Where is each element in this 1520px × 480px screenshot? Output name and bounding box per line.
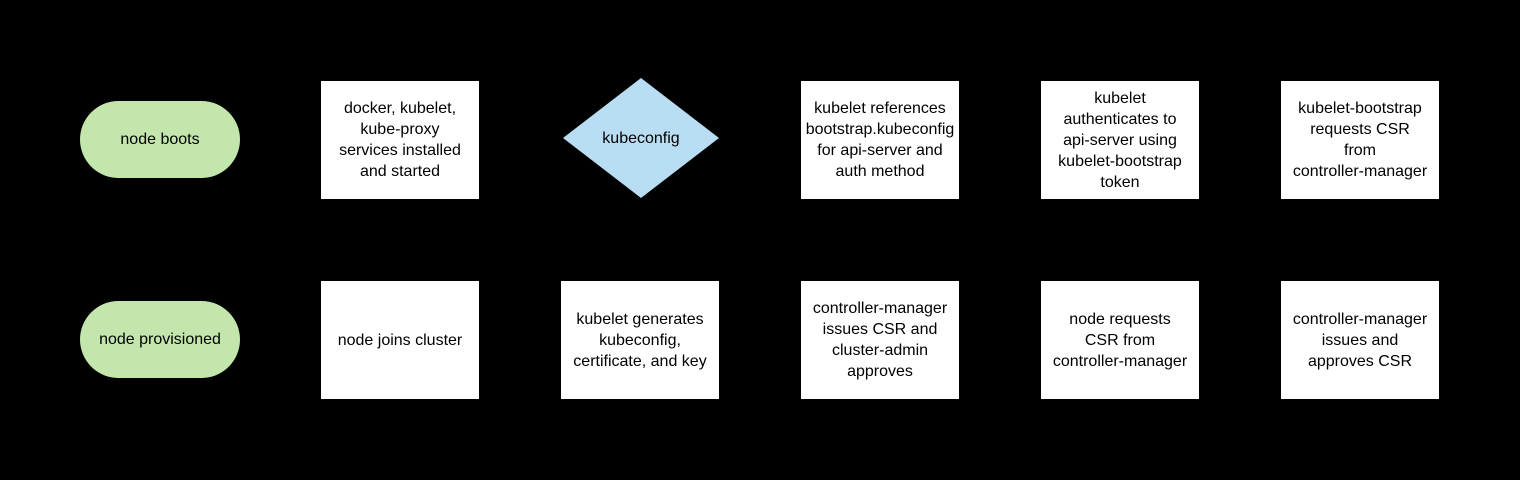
- node-label: docker, kubelet, kube-proxy services ins…: [339, 100, 461, 180]
- node-label: node joins cluster: [337, 331, 463, 349]
- node-label: kubelet generates kubeconfig, certificat…: [573, 310, 707, 370]
- node-label: node requests CSR from controller-manage…: [1052, 310, 1188, 370]
- flowchart-node-services-installed: docker, kubelet, kube-proxy services ins…: [321, 81, 479, 199]
- node-label: kubelet-bootstrap requests CSR from cont…: [1292, 100, 1428, 180]
- flowchart-node-kubelet-generates: kubelet generates kubeconfig, certificat…: [561, 281, 719, 399]
- node-label: node provisioned: [99, 331, 221, 348]
- flowchart-node-node-provisioned: node provisioned: [80, 301, 240, 378]
- flowchart-node-kubelet-authenticates: kubelet authenticates to api-server usin…: [1041, 81, 1199, 199]
- flowchart-node-kubeconfig-decision: kubeconfig: [563, 78, 719, 198]
- node-label: kubeconfig: [602, 129, 680, 147]
- node-label: kubelet authenticates to api-server usin…: [1058, 89, 1182, 191]
- node-label: controller-manager issues CSR and cluste…: [812, 300, 948, 380]
- flowchart-node-node-boots: node boots: [80, 101, 240, 178]
- flowchart-node-node-joins-cluster: node joins cluster: [321, 281, 479, 399]
- node-label: kubelet references bootstrap.kubeconfig …: [805, 100, 955, 180]
- flowchart-node-cm-issues-and-approves: controller-manager issues and approves C…: [1281, 281, 1439, 399]
- flowchart-node-bootstrap-requests-csr: kubelet-bootstrap requests CSR from cont…: [1281, 81, 1439, 199]
- node-label: controller-manager issues and approves C…: [1292, 310, 1428, 370]
- flowchart-node-cm-issues-csr-admin-approves: controller-manager issues CSR and cluste…: [801, 281, 959, 399]
- flowchart-node-kubelet-references: kubelet references bootstrap.kubeconfig …: [801, 81, 959, 199]
- node-label: node boots: [120, 131, 200, 148]
- flowchart-node-node-requests-csr: node requests CSR from controller-manage…: [1041, 281, 1199, 399]
